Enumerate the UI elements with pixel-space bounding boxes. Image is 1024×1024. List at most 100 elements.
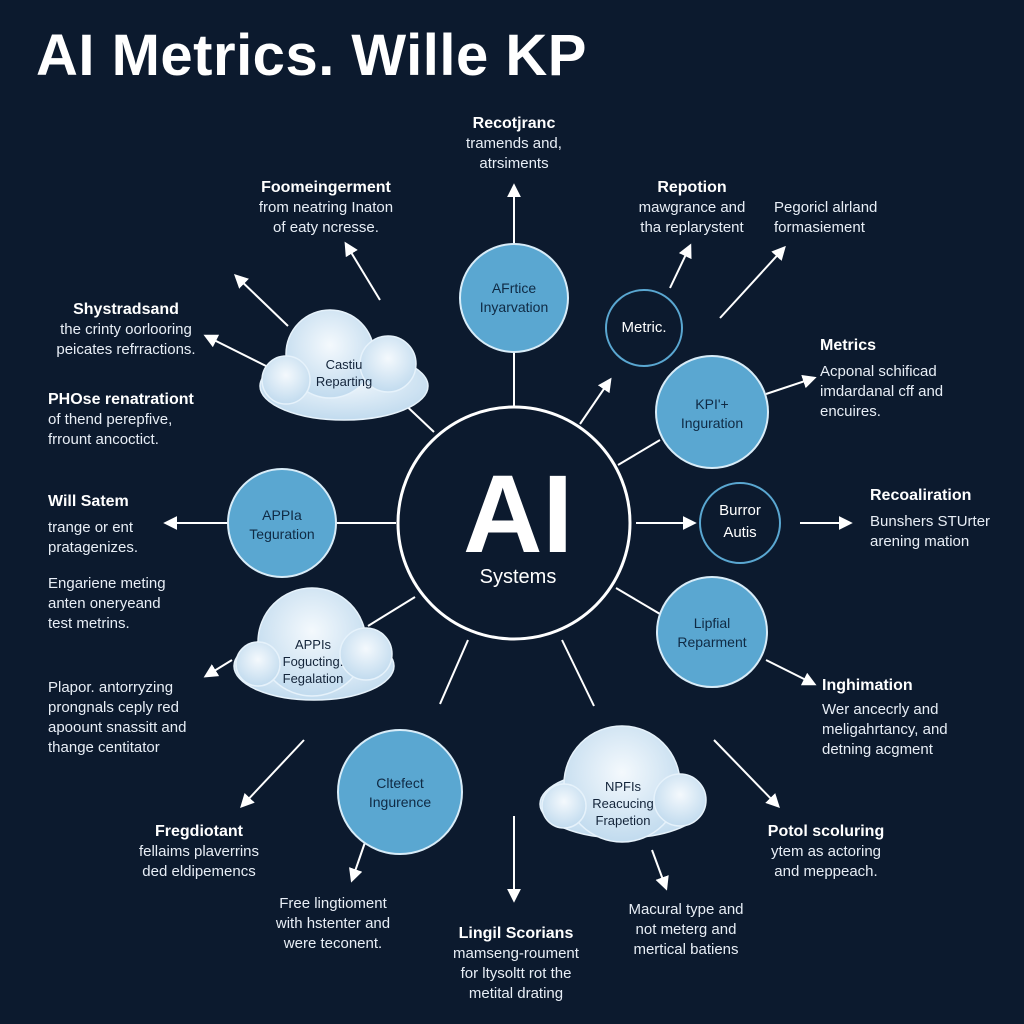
label-engariene: Engariene meting anten oneryeand test me… bbox=[48, 574, 208, 634]
node-cltefect: Cltefect Ingurence bbox=[340, 774, 460, 812]
label-fregdiotant-line-1: fellaims plaverrins bbox=[138, 843, 260, 860]
label-lingil-heading: Lingil Scorians bbox=[458, 925, 574, 942]
label-phose-line-2: frrount ancoctict. bbox=[48, 431, 159, 448]
cloud-npfis bbox=[539, 725, 707, 843]
node-castiu-line-2: Reparting bbox=[315, 374, 373, 389]
label-lingil-line-3: metital drating bbox=[468, 985, 564, 1002]
label-macural-line-1: Macural type and bbox=[628, 901, 744, 918]
label-pegoricl: Pegoricl alrland formasiement bbox=[774, 198, 914, 238]
label-inghimation-line-2: meligahrtancy, and bbox=[822, 721, 948, 738]
node-metric-circle bbox=[605, 289, 683, 367]
page-title: AI Metrics. Wille KP bbox=[36, 23, 587, 88]
center-systems-text: Systems bbox=[479, 566, 557, 588]
label-inghimation-line-1: Wer ancecrly and bbox=[822, 701, 939, 718]
label-shystradsand: Shystradsand the crinty oorlooring peica… bbox=[36, 300, 216, 360]
arrow-shystrad-1 bbox=[233, 274, 289, 327]
label-repotion-line-2: tha replarystent bbox=[640, 219, 744, 236]
label-engariene-line-1: Engariene meting bbox=[48, 575, 166, 592]
node-cltefect-line-2: Ingurence bbox=[368, 794, 432, 810]
label-foomeingerment: Foomeingerment from neatring Inaton of e… bbox=[236, 178, 416, 238]
label-macural: Macural type and not meterg and mertical… bbox=[606, 900, 766, 960]
blue-nodes bbox=[227, 243, 769, 855]
node-npfis-line-1: NPFIs bbox=[604, 779, 642, 794]
label-shystradsand-line-2: peicates refrractions. bbox=[56, 341, 196, 358]
node-metric: Metric. bbox=[604, 317, 684, 339]
label-willsatem: Will Satem trange or ent pratagenizes. bbox=[48, 492, 188, 558]
node-top-circle bbox=[459, 243, 569, 353]
node-npfis-line-2: Reacucing bbox=[592, 796, 654, 811]
node-appis1-line-2: Teguration bbox=[249, 526, 315, 542]
node-lipfial-circle bbox=[656, 576, 768, 688]
cloud-appis2 bbox=[233, 587, 395, 701]
arrow-shystrad-2 bbox=[203, 334, 267, 367]
label-inghimation-heading: Inghimation bbox=[822, 677, 913, 694]
label-foomeing-heading: Foomeingerment bbox=[261, 179, 391, 196]
node-appis2-line-1: APPIs bbox=[294, 637, 332, 652]
node-metric-line-1: Metric. bbox=[621, 319, 667, 336]
label-engariene-line-2: anten oneryeand bbox=[48, 595, 161, 612]
node-appis1-circle bbox=[227, 468, 337, 578]
node-burror-line-1: Burror bbox=[719, 502, 761, 519]
node-burror-circle bbox=[699, 482, 781, 564]
node-burror-line-2: Autis bbox=[723, 524, 757, 541]
node-appis1: APPIa Teguration bbox=[222, 506, 342, 544]
node-npfis: NPFIs Reacucing Frapetion bbox=[568, 778, 678, 829]
label-metrics: Metrics Acponal schificad imdardanal cff… bbox=[820, 336, 990, 422]
node-top-line-2: Inyarvation bbox=[479, 299, 549, 315]
label-pegoricl-line-2: formasiement bbox=[774, 219, 865, 236]
connector-npfis bbox=[561, 639, 595, 707]
label-potol-line-2: and meppeach. bbox=[774, 863, 878, 880]
node-kpi-circle bbox=[655, 355, 769, 469]
label-fregdiotant: Fregdiotant fellaims plaverrins ded eldi… bbox=[124, 822, 274, 882]
label-lingil: Lingil Scorians mamseng-roument for ltys… bbox=[436, 924, 596, 1004]
label-foomeing-line-1: from neatring Inaton bbox=[258, 199, 394, 216]
label-pegoricl-line-1: Pegoricl alrland bbox=[774, 199, 878, 216]
connector-appis2 bbox=[367, 596, 416, 627]
label-potol-line-1: ytem as actoring bbox=[770, 843, 882, 860]
label-engariene-line-3: test metrins. bbox=[48, 615, 130, 632]
node-npfis-line-3: Frapetion bbox=[595, 813, 651, 828]
label-freelingt-line-3: were teconent. bbox=[283, 935, 383, 952]
arrow-repotion bbox=[669, 243, 692, 289]
label-repotion: Repotion mawgrance and tha replarystent bbox=[622, 178, 762, 238]
node-appis2-line-3: Fegalation bbox=[282, 671, 344, 686]
label-macural-line-2: not meterg and bbox=[635, 921, 737, 938]
label-repotion-line-1: mawgrance and bbox=[638, 199, 746, 216]
node-lipfial-line-1: Lipfial bbox=[693, 615, 731, 631]
node-castiu: Castiu Reparting bbox=[286, 356, 402, 390]
node-lipfial: Lipfial Reparment bbox=[652, 614, 772, 652]
node-burror: Burror Autis bbox=[700, 500, 780, 544]
label-potol-heading: Potol scoluring bbox=[767, 823, 885, 840]
label-willsatem-line-1: trange or ent bbox=[48, 519, 134, 536]
label-potol: Potol scoluring ytem as actoring and mep… bbox=[756, 822, 896, 882]
label-fregdiotant-line-2: ded eldipemencs bbox=[142, 863, 256, 880]
label-repotion-heading: Repotion bbox=[657, 179, 727, 196]
node-kpi-line-1: KPI'+ bbox=[695, 396, 729, 412]
label-willsatem-heading: Will Satem bbox=[48, 493, 129, 510]
dark-nodes bbox=[605, 289, 781, 564]
arrows bbox=[163, 183, 853, 903]
label-metrics-heading: Metrics bbox=[820, 337, 877, 354]
node-appis2-line-2: Fogucting. bbox=[282, 654, 344, 669]
connector-kpi bbox=[617, 439, 661, 466]
arrow-foomeing bbox=[344, 241, 381, 301]
label-fregdiotant-heading: Fregdiotant bbox=[155, 823, 243, 840]
arrow-potol bbox=[713, 739, 780, 809]
label-recoaliration-heading: Recoaliration bbox=[870, 487, 972, 504]
node-kpi-line-2: Inguration bbox=[680, 415, 744, 431]
label-macural-line-3: mertical batiens bbox=[633, 941, 739, 958]
node-top: AFrtice Inyarvation bbox=[454, 279, 574, 317]
cloud-castiu bbox=[259, 309, 429, 421]
label-freelingt: Free lingtioment with hstenter and were … bbox=[258, 894, 408, 954]
label-recoaliration-line-1: Bunshers STUrter bbox=[870, 513, 991, 530]
label-phose-heading: PHOse renatrationt bbox=[48, 391, 194, 408]
label-plapor-line-1: Plapor. antorryzing bbox=[48, 679, 174, 696]
arrow-metric bbox=[579, 377, 612, 425]
label-freelingt-line-2: with hstenter and bbox=[275, 915, 391, 932]
label-plapor-line-2: prongnals ceply red bbox=[48, 699, 179, 716]
label-recotjranc-line-1: tramends and, bbox=[466, 135, 562, 152]
node-kpi: KPI'+ Inguration bbox=[652, 395, 772, 433]
label-recoaliration-line-2: arening mation bbox=[870, 533, 970, 550]
label-phose-line-1: of thend perepfive, bbox=[48, 411, 173, 428]
arrow-plapor bbox=[203, 659, 233, 678]
